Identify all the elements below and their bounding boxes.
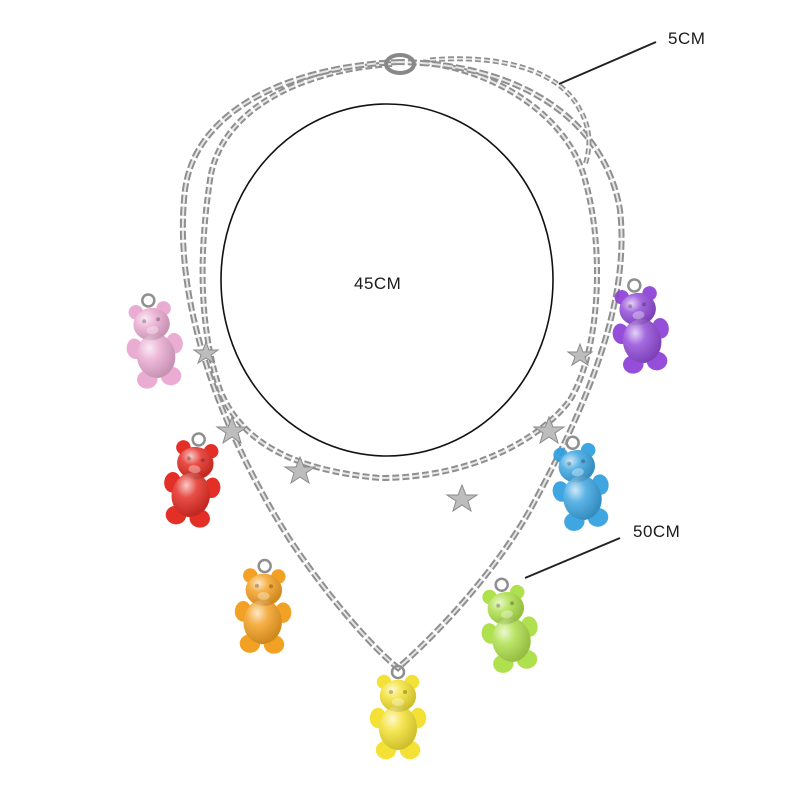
green-gummy-bear-charm <box>481 577 538 673</box>
purple-gummy-bear-charm <box>612 278 669 374</box>
yellow-gummy-bear-charm <box>369 664 427 760</box>
extension-chain <box>429 56 592 166</box>
extension-length-label: 5CM <box>668 29 706 48</box>
lobster-clasp <box>384 53 416 75</box>
outer-length-label: 50CM <box>633 522 681 541</box>
blue-gummy-bear-charm <box>552 435 609 531</box>
orange-gummy-bear-charm <box>234 558 292 654</box>
outer-length-pointer-line <box>524 537 621 579</box>
star-charm <box>445 483 479 513</box>
red-gummy-bear-charm <box>164 432 221 528</box>
inner-length-label: 45CM <box>354 274 402 293</box>
length-circle <box>220 103 554 457</box>
inner-chain <box>199 59 600 482</box>
star-charm <box>215 415 249 445</box>
star-charm <box>532 415 566 445</box>
star-charm <box>283 455 317 485</box>
star-charm <box>192 340 220 365</box>
pink-gummy-bear-charm <box>126 293 183 389</box>
extension-pointer-line <box>558 41 657 85</box>
star-charm <box>566 342 594 367</box>
